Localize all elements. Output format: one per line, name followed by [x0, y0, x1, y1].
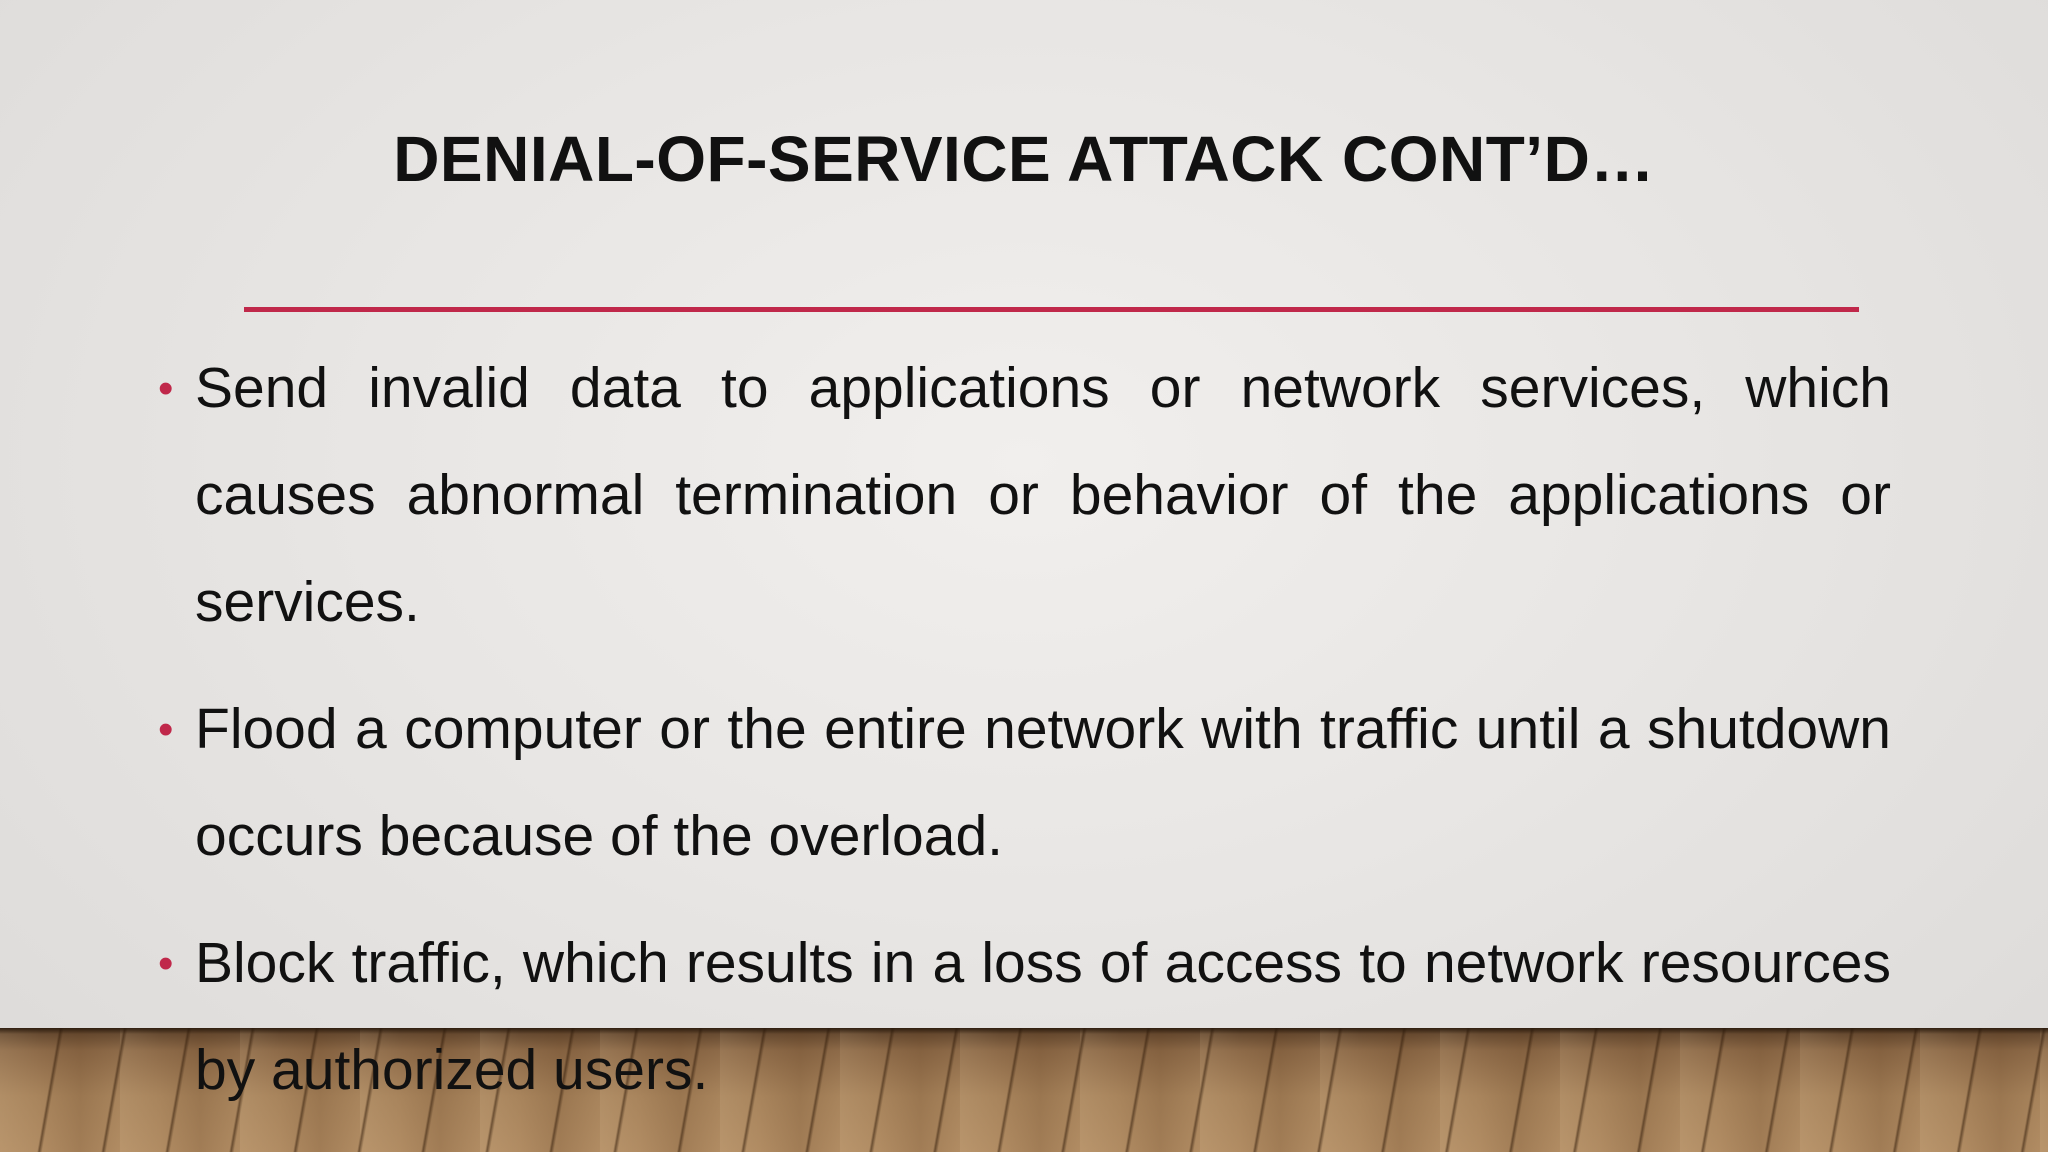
title-divider	[244, 307, 1859, 312]
slide-title: DENIAL-OF-SERVICE ATTACK CONT’D…	[393, 123, 1655, 195]
bullet-text: Send invalid data to applications or net…	[195, 356, 1891, 634]
bullet-item: • Flood a computer or the entire network…	[158, 676, 1891, 890]
bullet-text: Block traffic, which results in a loss o…	[195, 931, 1891, 1102]
wood-floor-background	[0, 1028, 2048, 1152]
bullet-marker: •	[158, 939, 174, 988]
bullet-marker: •	[158, 364, 174, 413]
bullet-text: Flood a computer or the entire network w…	[195, 697, 1891, 868]
bullet-marker: •	[158, 705, 174, 754]
bullet-item: • Send invalid data to applications or n…	[158, 335, 1891, 656]
floor-shadow	[0, 1028, 2048, 1034]
bullet-item: • Block traffic, which results in a loss…	[158, 910, 1891, 1124]
bullet-list: • Send invalid data to applications or n…	[158, 335, 1891, 1144]
